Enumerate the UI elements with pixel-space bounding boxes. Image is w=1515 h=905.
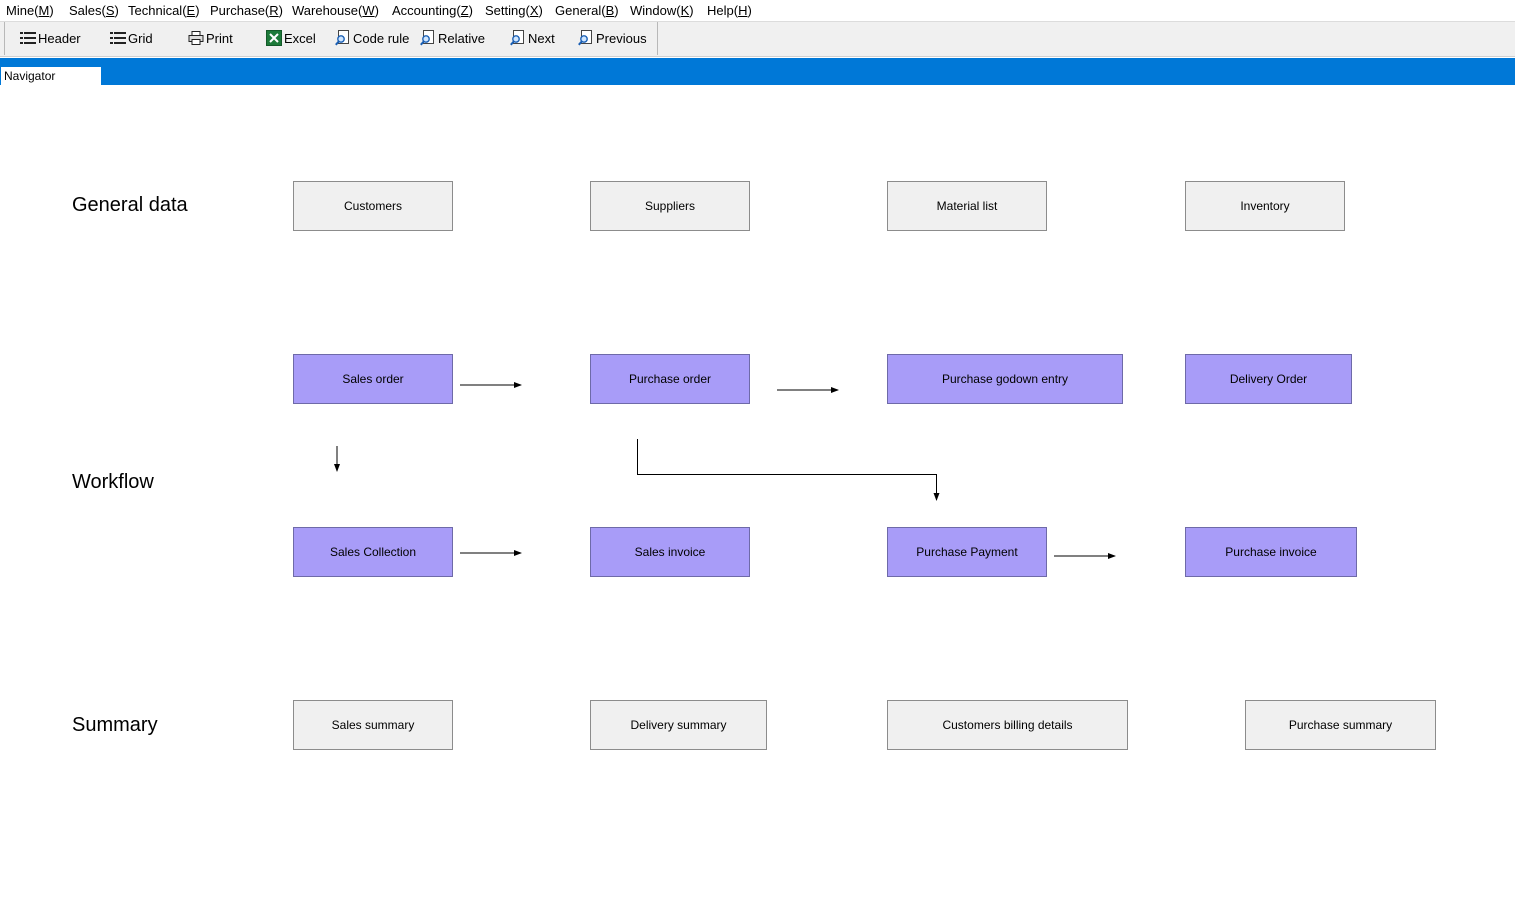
code-rule-button[interactable]: Code rule	[335, 28, 409, 48]
menu-accounting[interactable]: Accounting(Z)	[392, 3, 473, 18]
menu-label: Purchase(	[210, 3, 270, 18]
delivery-order-button[interactable]: Delivery Order	[1185, 354, 1352, 404]
menu-hotkey: M	[38, 3, 50, 18]
menu-setting[interactable]: Setting(X)	[485, 3, 543, 18]
menu-hotkey: W	[362, 3, 375, 18]
sales-summary-button[interactable]: Sales summary	[293, 700, 453, 750]
document-search-icon	[420, 30, 434, 46]
section-label-general-data: General data	[72, 194, 188, 216]
menu-warehouse[interactable]: Warehouse(W)	[292, 3, 379, 18]
material-list-button[interactable]: Material list	[887, 181, 1047, 231]
list-icon	[110, 32, 126, 44]
menu-bar: Mine(M) Sales(S) Technical(E) Purchase(R…	[0, 0, 1515, 22]
section-label-workflow: Workflow	[72, 471, 154, 493]
arrow-purchase-order-to-purchase-payment	[637, 439, 940, 501]
menu-sales[interactable]: Sales(S)	[69, 3, 119, 18]
printer-icon	[188, 31, 204, 45]
menu-label: Mine(	[6, 3, 39, 18]
previous-button-label: Previous	[596, 30, 647, 46]
purchase-order-button[interactable]: Purchase order	[590, 354, 750, 404]
document-search-icon	[335, 30, 349, 46]
print-button[interactable]: Print	[188, 28, 233, 48]
menu-help[interactable]: Help(H)	[707, 3, 752, 18]
menu-hotkey: R	[269, 3, 279, 18]
menu-label: Help(	[707, 3, 739, 18]
excel-icon	[266, 30, 282, 46]
menu-label: Window(	[630, 3, 681, 18]
toolbar-group: Header Grid Print Excel	[4, 22, 658, 55]
menu-label-close: )	[689, 3, 694, 18]
menu-label-close: )	[374, 3, 379, 18]
relative-button-label: Relative	[438, 30, 485, 46]
grid-button[interactable]: Grid	[110, 28, 153, 48]
suppliers-button[interactable]: Suppliers	[590, 181, 750, 231]
purchase-payment-button[interactable]: Purchase Payment	[887, 527, 1047, 577]
menu-label-close: )	[538, 3, 543, 18]
next-button-label: Next	[528, 30, 555, 46]
menu-hotkey: E	[186, 3, 196, 18]
menu-hotkey: X	[529, 3, 539, 18]
sales-invoice-button[interactable]: Sales invoice	[590, 527, 750, 577]
menu-label-close: )	[614, 3, 619, 18]
print-button-label: Print	[206, 30, 233, 46]
menu-hotkey: S	[105, 3, 115, 18]
menu-technical[interactable]: Technical(E)	[128, 3, 200, 18]
toolbar: Header Grid Print Excel	[0, 22, 1515, 57]
menu-mine[interactable]: Mine(M)	[6, 3, 54, 18]
menu-label: Setting(	[485, 3, 530, 18]
section-label-summary: Summary	[72, 714, 158, 736]
menu-purchase[interactable]: Purchase(R)	[210, 3, 283, 18]
tab-bar: Navigator	[0, 58, 1515, 85]
menu-label-close: )	[195, 3, 200, 18]
menu-label: Technical(	[128, 3, 187, 18]
customers-button[interactable]: Customers	[293, 181, 453, 231]
document-search-icon	[578, 30, 592, 46]
excel-button-label: Excel	[284, 30, 316, 46]
menu-label-close: )	[747, 3, 752, 18]
header-button[interactable]: Header	[20, 28, 81, 48]
document-search-icon	[510, 30, 524, 46]
grid-button-label: Grid	[128, 30, 153, 46]
next-button[interactable]: Next	[510, 28, 555, 48]
menu-label: Accounting(	[392, 3, 461, 18]
relative-button[interactable]: Relative	[420, 28, 485, 48]
inventory-button[interactable]: Inventory	[1185, 181, 1345, 231]
menu-label-close: )	[114, 3, 119, 18]
purchase-godown-entry-button[interactable]: Purchase godown entry	[887, 354, 1123, 404]
customers-billing-details-button[interactable]: Customers billing details	[887, 700, 1128, 750]
code-rule-button-label: Code rule	[353, 30, 410, 46]
menu-general[interactable]: General(B)	[555, 3, 619, 18]
sales-order-button[interactable]: Sales order	[293, 354, 453, 404]
delivery-summary-button[interactable]: Delivery summary	[590, 700, 767, 750]
excel-button[interactable]: Excel	[266, 28, 316, 48]
list-icon	[20, 32, 36, 44]
menu-label-close: )	[278, 3, 283, 18]
menu-label-close: )	[468, 3, 473, 18]
header-button-label: Header	[38, 30, 81, 46]
menu-window[interactable]: Window(K)	[630, 3, 694, 18]
menu-label-close: )	[49, 3, 54, 18]
previous-button[interactable]: Previous	[578, 28, 647, 48]
purchase-invoice-button[interactable]: Purchase invoice	[1185, 527, 1357, 577]
tab-navigator[interactable]: Navigator	[1, 67, 101, 85]
menu-hotkey: Z	[460, 3, 469, 18]
purchase-summary-button[interactable]: Purchase summary	[1245, 700, 1436, 750]
menu-hotkey: H	[738, 3, 748, 18]
menu-label: Warehouse(	[292, 3, 363, 18]
menu-hotkey: K	[680, 3, 690, 18]
menu-label: Sales(	[69, 3, 106, 18]
menu-label: General(	[555, 3, 606, 18]
menu-hotkey: B	[605, 3, 615, 18]
sales-collection-button[interactable]: Sales Collection	[293, 527, 453, 577]
